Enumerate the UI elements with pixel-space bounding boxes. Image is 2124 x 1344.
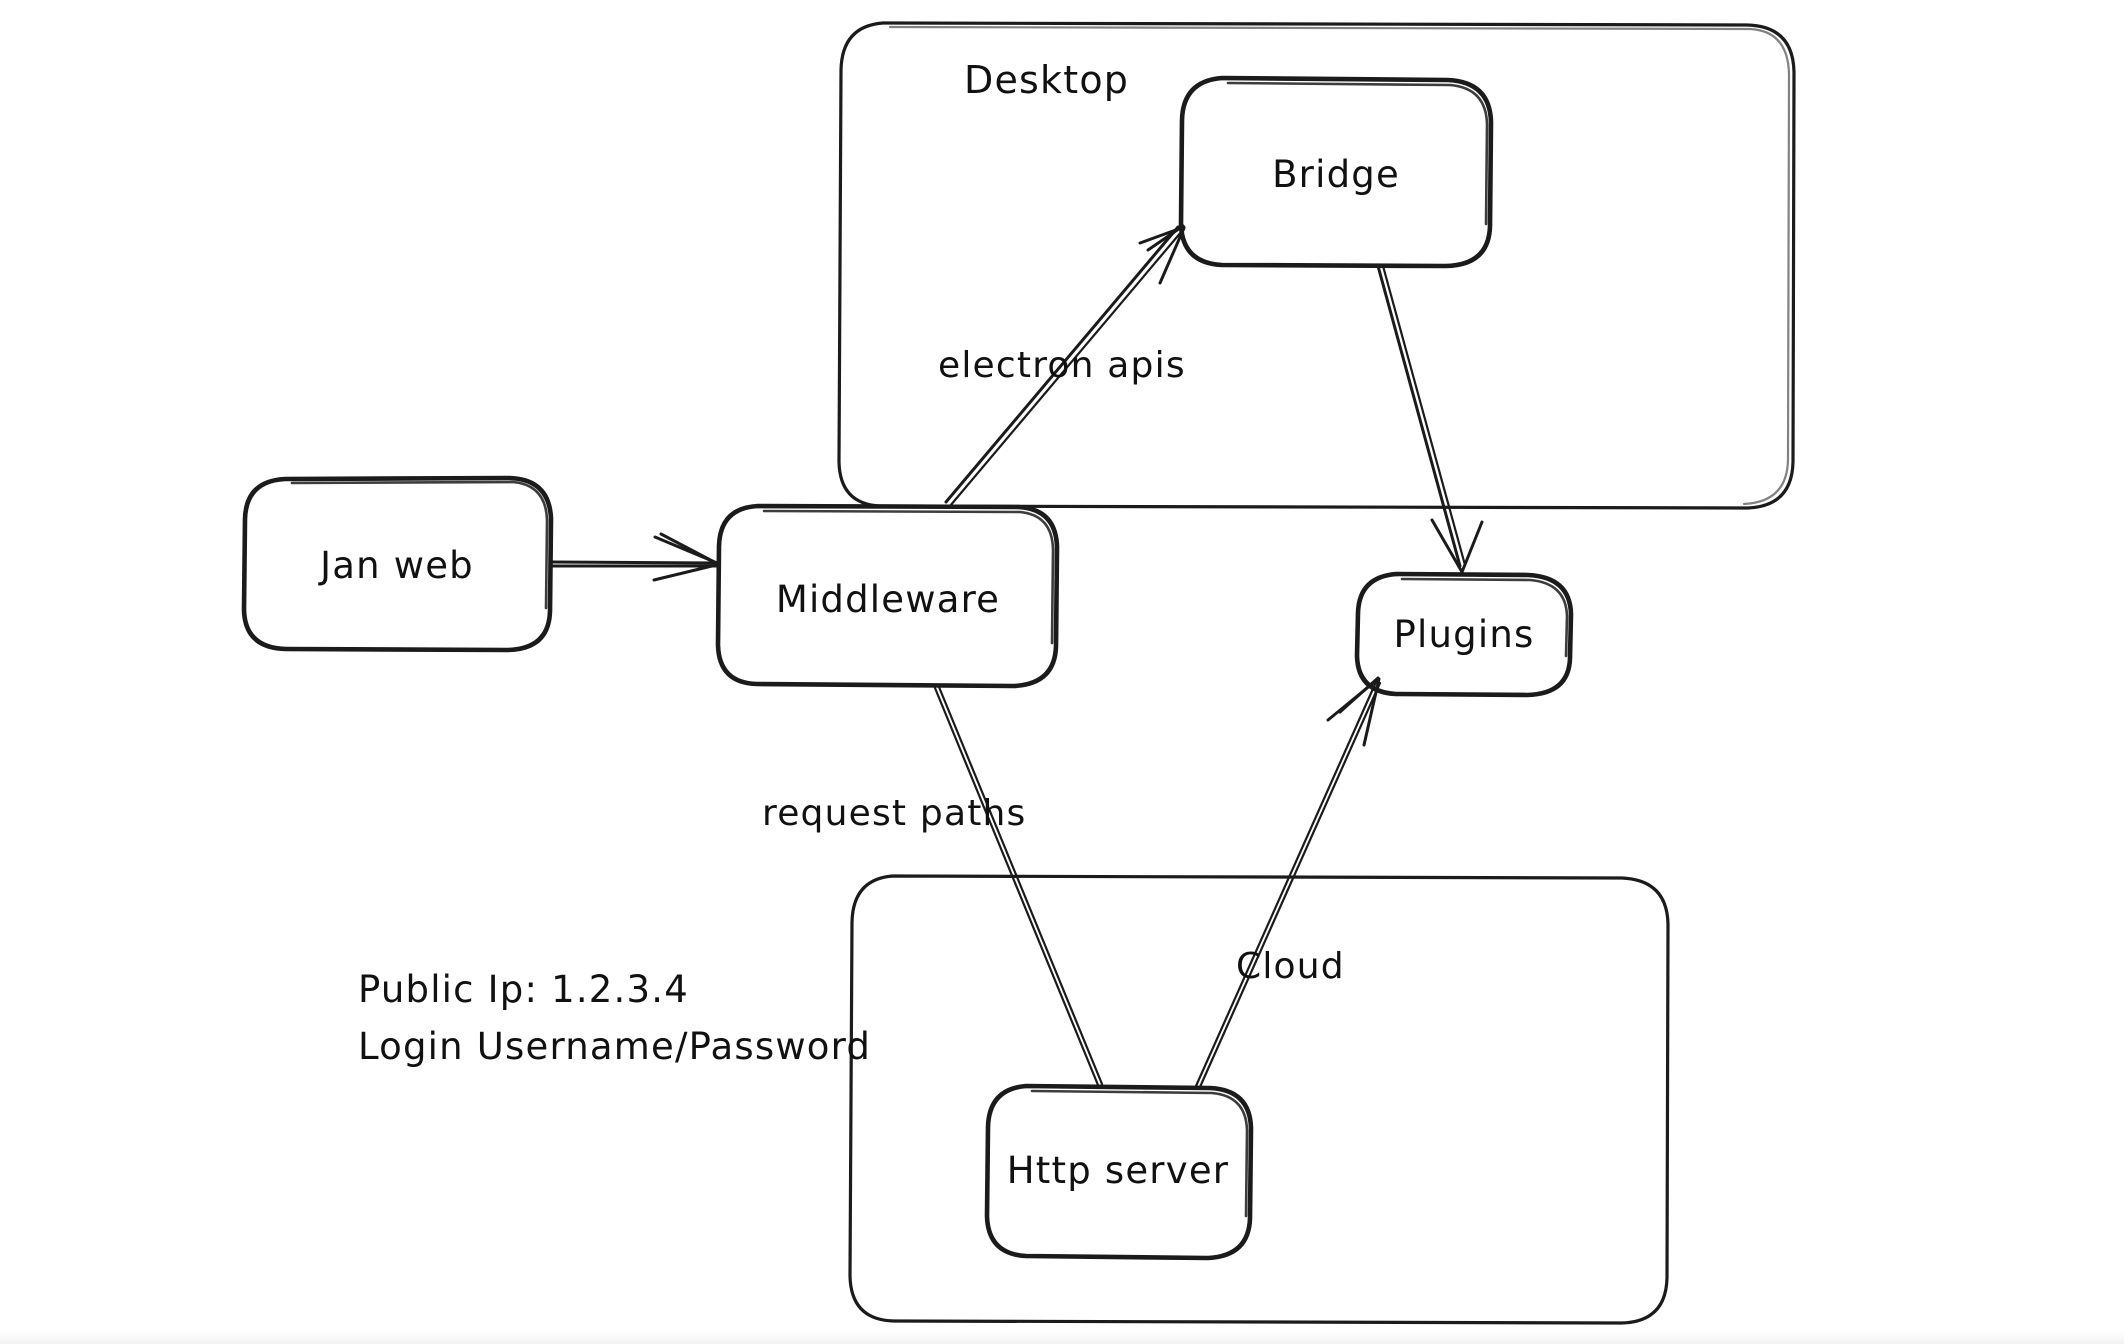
node-plugins[interactable]	[1354, 571, 1574, 698]
note-public-ip: Public Ip: 1.2.3.4	[358, 968, 689, 1011]
node-jan-web[interactable]	[241, 475, 554, 653]
edge-middleware-to-http-server	[933, 685, 1104, 1087]
edge-label-electron-apis: electron apis	[938, 345, 1186, 386]
node-label-http-server: Http server	[1007, 1149, 1229, 1192]
node-label-jan-web: Jan web	[318, 544, 474, 587]
edge-http-server-to-plugins	[1194, 676, 1382, 1089]
edge-jan-web-to-middleware	[550, 532, 720, 582]
edge-label-request-paths: request paths	[762, 793, 1027, 834]
group-server-env	[848, 874, 1670, 1325]
node-label-plugins: Plugins	[1394, 613, 1535, 656]
group-desktop	[837, 21, 1796, 510]
node-http-server[interactable]	[984, 1083, 1254, 1261]
edge-middleware-to-bridge	[944, 224, 1186, 508]
bottom-edge-band	[0, 1330, 2124, 1344]
edge-label-cloud: Cloud	[1236, 946, 1345, 987]
note-login-credentials: Login Username/Password	[358, 1025, 871, 1068]
group-label-desktop: Desktop	[964, 58, 1129, 102]
node-middleware[interactable]	[715, 503, 1060, 689]
edge-bridge-to-plugins	[1376, 264, 1484, 574]
node-label-middleware: Middleware	[776, 578, 1000, 621]
node-label-bridge: Bridge	[1272, 153, 1400, 196]
node-bridge[interactable]	[1178, 75, 1494, 269]
